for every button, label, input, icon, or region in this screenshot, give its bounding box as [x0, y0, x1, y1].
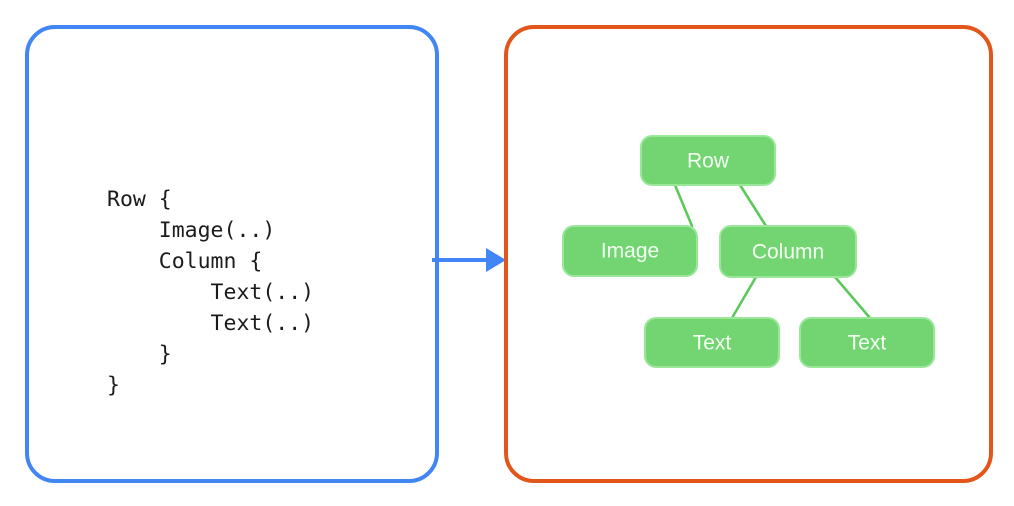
ui-tree-diagram: Row Image Column Text Text [562, 135, 935, 368]
edge-column-text2 [833, 275, 872, 320]
node-label-text-2: Text [848, 332, 887, 355]
node-label-image: Image [601, 240, 659, 263]
transform-arrow [432, 248, 506, 272]
node-label-column: Column [752, 241, 824, 264]
tree-node-row[interactable]: Row [640, 135, 776, 186]
tree-node-column[interactable]: Column [719, 225, 857, 278]
code-panel: Row { Image(..) Column { Text(..) Text(.… [25, 25, 439, 483]
node-rect-image [562, 225, 698, 277]
tree-edges [673, 183, 872, 320]
node-label-row: Row [687, 150, 730, 173]
node-rect-column [719, 225, 857, 278]
layout-code-block: Row { Image(..) Column { Text(..) Text(.… [107, 187, 315, 398]
tree-node-text-2[interactable]: Text [799, 317, 935, 368]
tree-node-text-1[interactable]: Text [644, 317, 780, 368]
edge-row-column [738, 183, 768, 228]
node-rect-text-1 [644, 317, 780, 368]
edge-row-image [673, 183, 694, 228]
node-rect-row [640, 135, 776, 186]
tree-node-image[interactable]: Image [562, 225, 698, 277]
edge-column-text1 [730, 275, 758, 320]
node-rect-text-2 [799, 317, 935, 368]
node-label-text-1: Text [693, 332, 732, 355]
